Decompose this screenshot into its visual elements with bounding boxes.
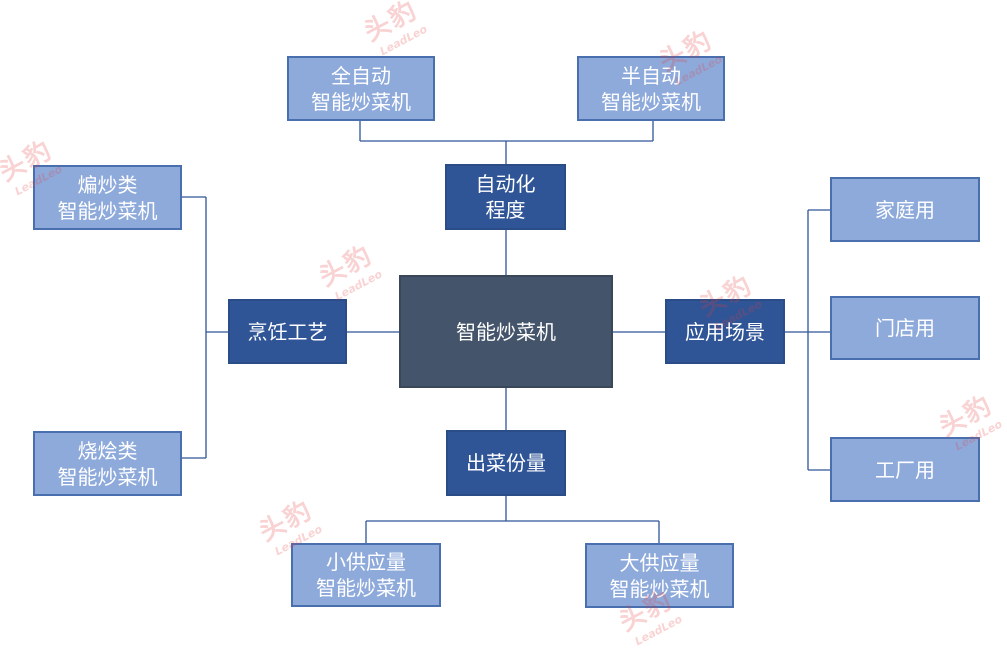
category-cooking: 烹饪工艺 (228, 299, 347, 364)
category-scenario: 应用场景 (665, 299, 785, 364)
category-portion: 出菜份量 (446, 430, 566, 496)
leaf-full-auto: 全自动 智能炒菜机 (287, 56, 435, 121)
leaf-home: 家庭用 (830, 177, 980, 242)
leaf-large-supply: 大供应量 智能炒菜机 (585, 543, 734, 608)
leaf-factory: 工厂用 (830, 437, 980, 502)
category-automation: 自动化 程度 (445, 164, 566, 230)
leaf-small-supply: 小供应量 智能炒菜机 (291, 543, 441, 607)
leaf-store: 门店用 (830, 296, 980, 360)
leaf-semi-auto: 半自动 智能炒菜机 (577, 56, 725, 121)
leaf-stir-fry: 煸炒类 智能炒菜机 (33, 165, 182, 230)
center-node: 智能炒菜机 (399, 275, 613, 388)
leaf-braise: 烧烩类 智能炒菜机 (33, 431, 182, 496)
